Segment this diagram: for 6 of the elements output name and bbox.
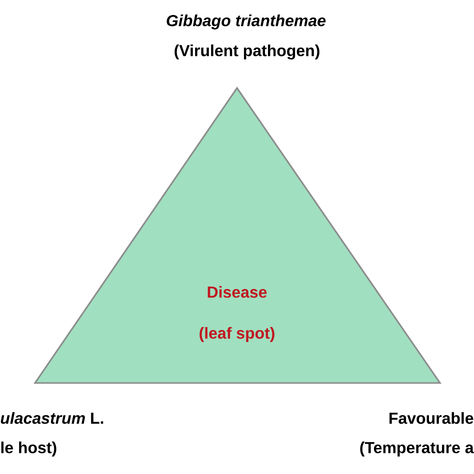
role-label: (Virulent pathogen): [174, 44, 320, 60]
species-name: ulacastrum L.: [0, 412, 104, 424]
role-label: le host): [1, 442, 56, 456]
species-name: Gibbago trianthemae: [166, 14, 326, 30]
factor-label: Favourable: [390, 412, 474, 424]
factor-detail: (Temperature a: [360, 442, 474, 456]
